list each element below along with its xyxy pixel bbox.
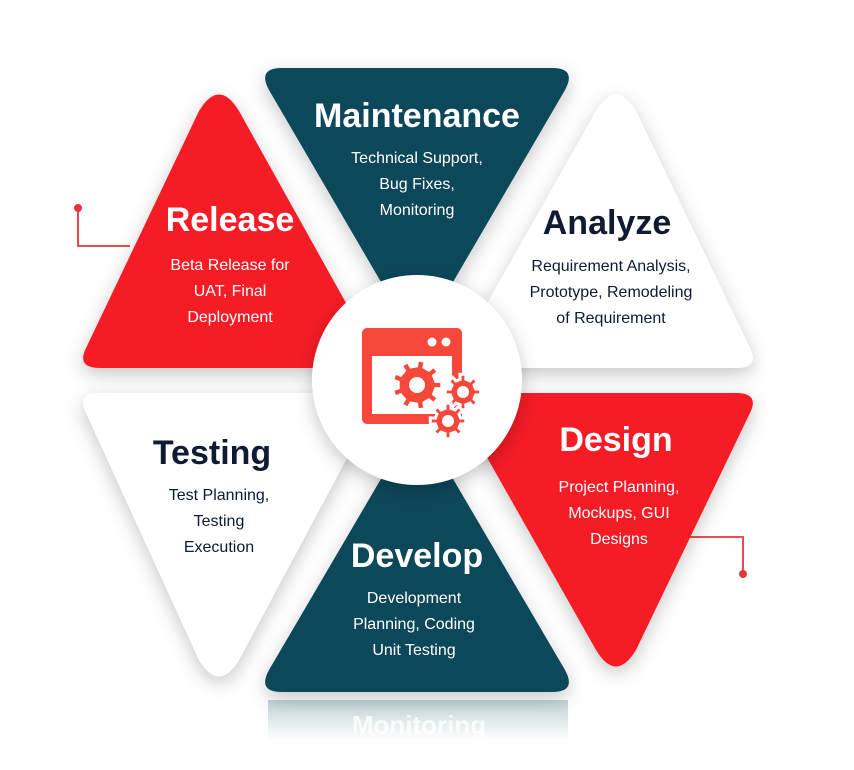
segment-develop-title: Develop <box>351 537 483 575</box>
segment-maintenance-line: Bug Fixes, <box>379 176 455 193</box>
segment-release-title: Release <box>166 201 295 239</box>
segment-develop-shape[interactable] <box>265 436 569 692</box>
segment-release: Release Beta Release for UAT, Final Depl… <box>166 201 295 326</box>
gear-icon <box>390 358 444 412</box>
segment-analyze-title: Analyze <box>543 204 672 242</box>
gear-icon <box>443 372 483 412</box>
segment-design-line: Project Planning, <box>559 479 680 496</box>
segment-develop-line: Unit Testing <box>372 642 455 659</box>
connector-dot-icon <box>74 204 82 212</box>
segment-analyze-shape[interactable] <box>459 94 753 369</box>
segment-release-line: UAT, Final <box>194 283 267 300</box>
segment-develop-line: Planning, Coding <box>353 616 475 633</box>
segment-testing-title: Testing <box>153 434 271 472</box>
release-connector <box>74 204 130 247</box>
develop-reflection: Monitoring <box>268 700 568 740</box>
segment-testing-shape[interactable] <box>83 393 374 677</box>
segment-design: Design Project Planning, Mockups, GUI De… <box>559 421 680 548</box>
segment-maintenance-title: Maintenance <box>314 97 520 135</box>
segment-testing-line: Testing <box>194 513 245 530</box>
segment-maintenance: Maintenance Technical Support, Bug Fixes… <box>314 97 520 219</box>
app-window-gears-icon <box>362 328 483 441</box>
segment-design-shape[interactable] <box>459 393 753 667</box>
segment-testing-line: Test Planning, <box>169 487 270 504</box>
design-connector <box>690 536 747 578</box>
segment-analyze-line: Requirement Analysis, <box>531 258 690 275</box>
segment-release-line: Deployment <box>187 309 273 326</box>
segment-testing-line: Execution <box>184 539 254 556</box>
reflection-text: Monitoring <box>352 710 486 740</box>
segment-maintenance-line: Monitoring <box>380 202 455 219</box>
segment-maintenance-shape[interactable] <box>265 68 569 325</box>
segment-design-title: Design <box>559 421 672 459</box>
segment-release-line: Beta Release for <box>170 257 290 274</box>
segment-develop: Develop Development Planning, Coding Uni… <box>351 537 483 659</box>
segment-analyze: Analyze Requirement Analysis, Prototype,… <box>530 204 693 327</box>
segments-layer <box>83 68 753 692</box>
segment-release-shape[interactable] <box>83 94 374 369</box>
segment-design-line: Mockups, GUI <box>568 505 669 522</box>
segment-analyze-line: of Requirement <box>556 310 666 327</box>
segment-design-line: Designs <box>590 531 648 548</box>
segment-develop-line: Development <box>367 590 462 607</box>
gear-icon <box>428 401 468 441</box>
segment-analyze-line: Prototype, Remodeling <box>530 284 693 301</box>
segment-maintenance-line: Technical Support, <box>351 150 483 167</box>
segment-testing: Testing Test Planning, Testing Execution <box>153 434 271 556</box>
connector-dot-icon <box>739 570 747 578</box>
